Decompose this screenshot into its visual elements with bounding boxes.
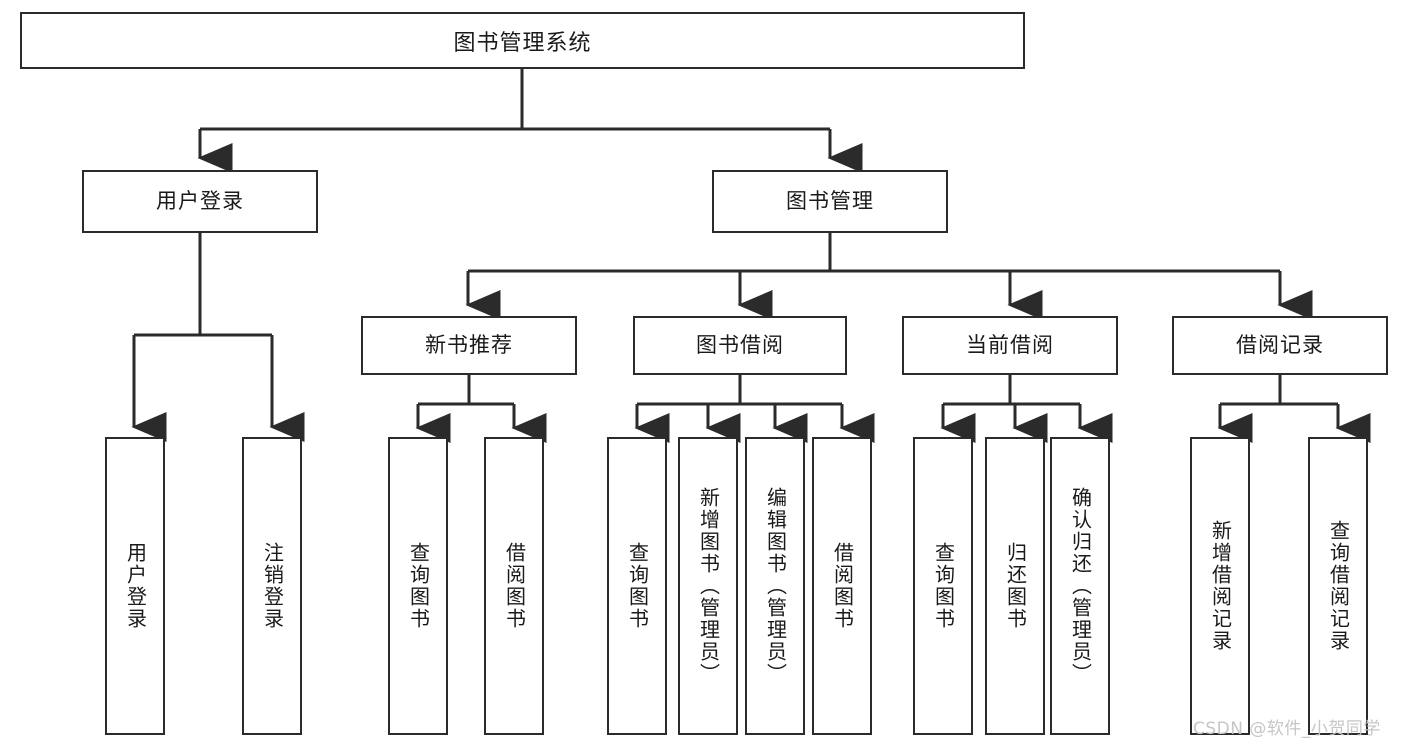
node-leaf-edit-book[interactable]: 编辑图书（管理员） [745, 437, 805, 735]
watermark-text: CSDN @软件_小贺同学 [1193, 719, 1381, 739]
node-new-book-recommend[interactable]: 新书推荐 [361, 316, 577, 375]
node-leaf-query-book-3[interactable]: 查询图书 [913, 437, 973, 735]
node-current-borrow[interactable]: 当前借阅 [902, 316, 1118, 375]
node-leaf-confirm-return[interactable]: 确认归还（管理员） [1050, 437, 1110, 735]
node-leaf-borrow-book-1[interactable]: 借阅图书 [484, 437, 544, 735]
node-book-borrow[interactable]: 图书借阅 [633, 316, 847, 375]
node-leaf-borrow-book-2[interactable]: 借阅图书 [812, 437, 872, 735]
node-leaf-query-record[interactable]: 查询借阅记录 [1308, 437, 1368, 735]
node-borrow-record[interactable]: 借阅记录 [1172, 316, 1388, 375]
node-leaf-query-book-1[interactable]: 查询图书 [388, 437, 448, 735]
node-leaf-add-record[interactable]: 新增借阅记录 [1190, 437, 1250, 735]
node-root-system[interactable]: 图书管理系统 [20, 12, 1025, 69]
node-leaf-user-logout[interactable]: 注销登录 [242, 437, 302, 735]
node-book-manage[interactable]: 图书管理 [712, 170, 948, 233]
node-leaf-return-book[interactable]: 归还图书 [985, 437, 1045, 735]
node-leaf-user-login[interactable]: 用户登录 [105, 437, 165, 735]
node-leaf-add-book[interactable]: 新增图书（管理员） [678, 437, 738, 735]
node-leaf-query-book-2[interactable]: 查询图书 [607, 437, 667, 735]
node-user-login[interactable]: 用户登录 [82, 170, 318, 233]
